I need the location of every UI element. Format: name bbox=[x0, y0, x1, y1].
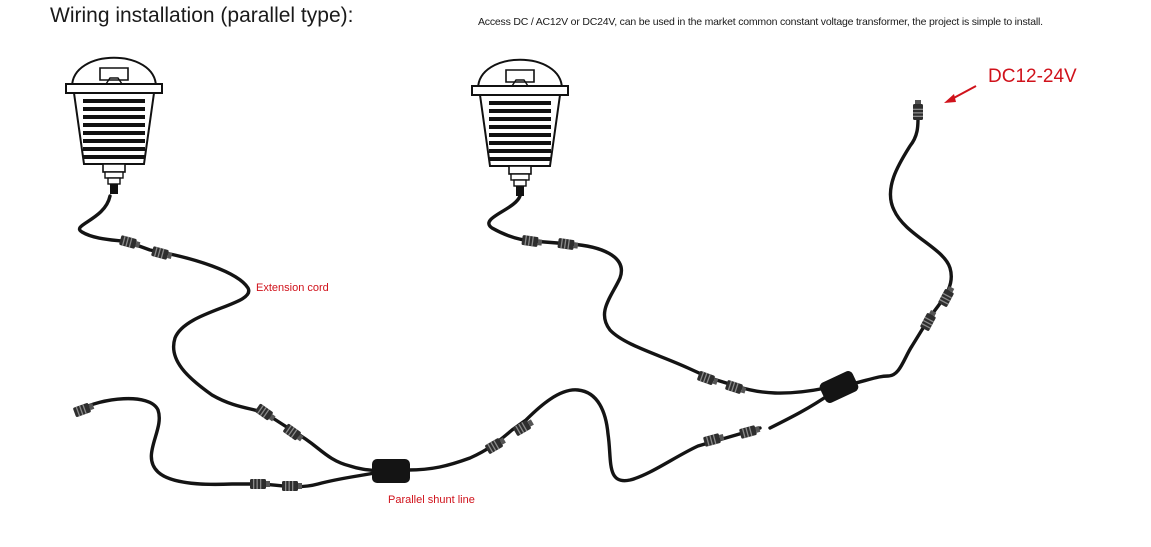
page-title: Wiring installation (parallel type): bbox=[50, 4, 354, 27]
connector-middle-upper-a bbox=[521, 234, 543, 248]
parallel-shunt-box-left bbox=[372, 459, 410, 483]
connector-power-a bbox=[919, 309, 939, 332]
connector-left-branch-end bbox=[72, 401, 95, 418]
wire-shunt-to-middle bbox=[406, 388, 762, 483]
wire-power-input bbox=[850, 116, 953, 386]
wire-middle-fixture-cable bbox=[487, 194, 828, 395]
light-fixture-middle bbox=[471, 58, 569, 197]
connector-right-branch-b bbox=[738, 424, 761, 439]
connector-right-branch-a bbox=[702, 432, 725, 447]
light-fixture-left bbox=[65, 56, 163, 195]
power-input-label: DC12-24V bbox=[988, 66, 1077, 87]
connector-left-branch-b bbox=[282, 481, 302, 491]
connector-power-input-end bbox=[913, 100, 923, 120]
connector-middle-upper-b bbox=[557, 237, 579, 251]
connector-middle-lower-a bbox=[696, 370, 719, 387]
connector-left-upper-b bbox=[150, 246, 173, 261]
extension-cord-label: Extension cord bbox=[256, 282, 329, 294]
wire-right-shunt-branch bbox=[768, 392, 832, 430]
arrow-icon bbox=[944, 85, 977, 103]
wire-left-fixture-cable bbox=[77, 194, 382, 473]
connector-middle-lower-b bbox=[724, 379, 747, 396]
installation-description: Access DC / AC12V or DC24V, can be used … bbox=[478, 16, 1043, 28]
connector-power-b bbox=[937, 285, 957, 308]
connector-left-branch-a bbox=[250, 479, 270, 489]
connector-left-upper-a bbox=[118, 235, 141, 250]
parallel-shunt-box-right bbox=[819, 371, 859, 403]
wire-left-branch bbox=[78, 397, 382, 489]
parallel-shunt-line-label: Parallel shunt line bbox=[388, 494, 475, 506]
